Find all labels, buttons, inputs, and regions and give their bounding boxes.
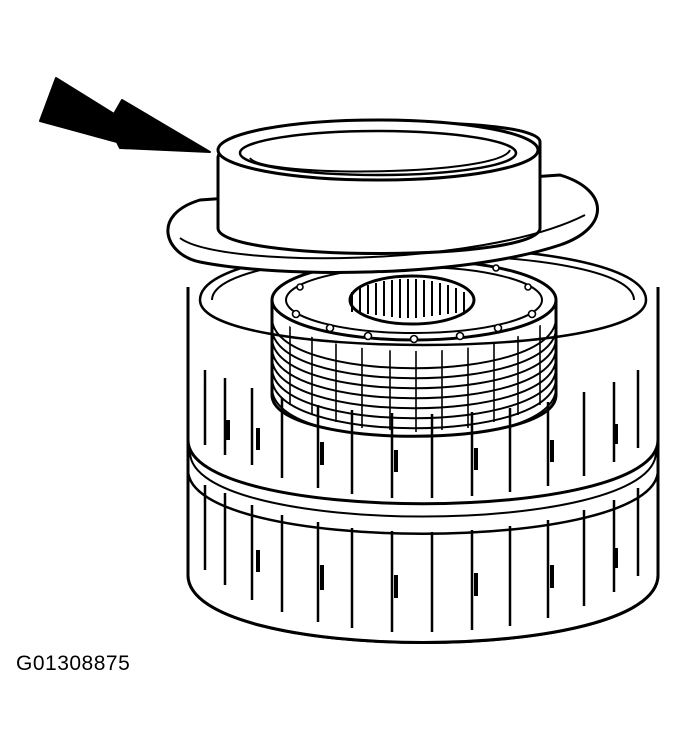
figure-id-label: G01308875: [16, 652, 131, 675]
lower-spline-lugs: [203, 485, 640, 632]
seal-cap: [166, 118, 599, 274]
hub-teeth: [351, 279, 465, 318]
upper-spline-lugs: [203, 370, 640, 498]
pointer-arrow-icon: [39, 77, 211, 153]
